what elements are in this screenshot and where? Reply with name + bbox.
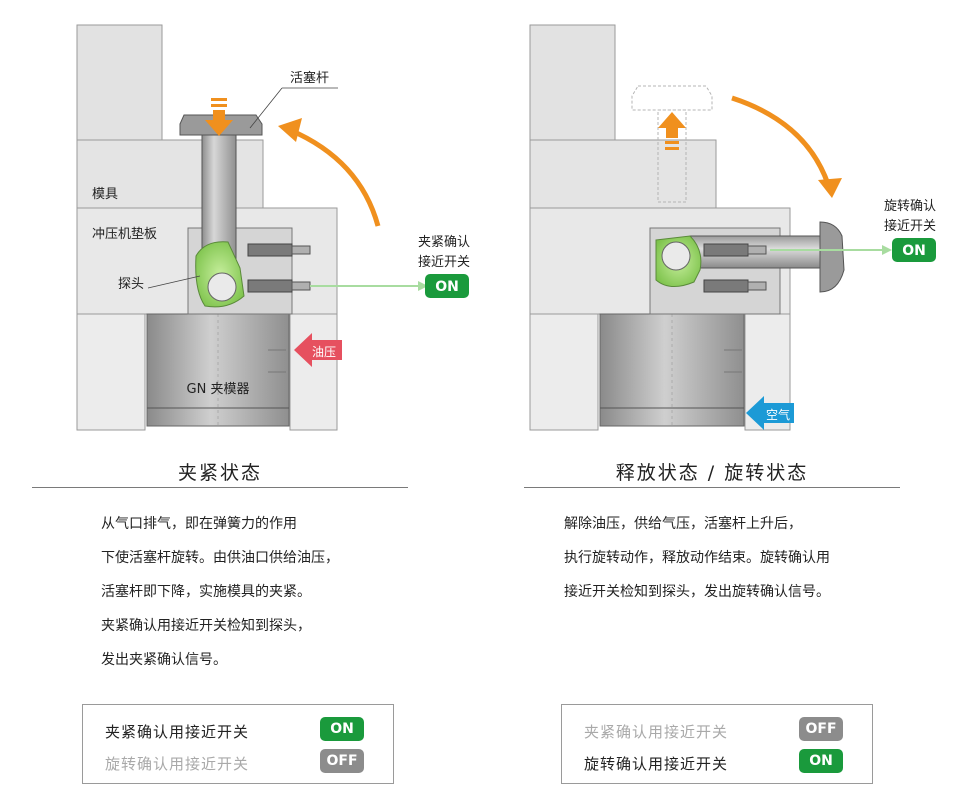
probe-pin: [207, 272, 237, 302]
status-on-badge: ON: [320, 717, 364, 741]
air-inlet-label: 空气: [766, 407, 790, 422]
rotated-rod-head: [819, 221, 845, 293]
desc-line: 解除油压，供给气压，活塞杆上升后，: [564, 516, 802, 532]
release-state-diagram: 空气 旋转确认 接近开关 ON: [529, 24, 936, 431]
clamp-description: 从气口排气，即在弹簧力的作用 下使活塞杆旋转。由供油口供给油压， 活塞杆即下降，…: [101, 507, 339, 677]
release-state-title: 释放状态 / 旋转状态: [615, 462, 809, 484]
release-description: 解除油压，供给气压，活塞杆上升后， 执行旋转动作，释放动作结束。旋转确认用 接近…: [564, 507, 830, 609]
release-title-divider: [524, 487, 900, 488]
clamp-sensor: [703, 279, 749, 293]
clamp-status-box: 夹紧确认用接近开关 ON 旋转确认用接近开关 OFF: [82, 704, 394, 784]
status-rotation-sensor: 旋转确认用接近开关: [584, 755, 729, 773]
desc-line: 从气口排气，即在弹簧力的作用: [101, 516, 297, 532]
mold-label: 模具: [92, 187, 118, 202]
status-on-badge: ON: [799, 749, 843, 773]
rotation-sensor: [703, 243, 749, 257]
oil-inlet-label: 油压: [312, 345, 336, 359]
rotation-arrow-icon: [289, 127, 381, 227]
desc-line: 发出夹紧确认信号。: [101, 652, 227, 668]
status-off-badge: OFF: [799, 717, 843, 741]
sensor-label-line2: 接近开关: [884, 218, 936, 234]
bolster-label: 冲压机垫板: [92, 226, 157, 242]
desc-line: 执行旋转动作，释放动作结束。旋转确认用: [564, 550, 830, 566]
air-inlet-arrow-icon: [746, 396, 794, 430]
sensor-on-text: ON: [902, 243, 926, 259]
clamp-label: GN 夹模器: [187, 382, 250, 397]
clamp-state-diagram: 油压 活塞杆 模具 冲压机垫板 探头 GN 夹模器 夹紧确认 接近开关 ON: [76, 24, 470, 431]
status-off-badge: OFF: [320, 749, 364, 773]
desc-line: 接近开关检知到探头，发出旋转确认信号。: [564, 584, 830, 600]
base-right-block: [289, 313, 338, 431]
oil-inlet-arrow-icon: [294, 333, 342, 367]
sensor-label-line1: 夹紧确认: [418, 235, 470, 250]
desc-line: 夹紧确认用接近开关检知到探头，: [101, 618, 311, 634]
sensor-label-line2: 接近开关: [418, 254, 470, 270]
sensor-on-text: ON: [435, 279, 459, 295]
upper-block: [76, 24, 163, 141]
clamp-sensor: [247, 279, 293, 293]
status-rotation-sensor: 旋转确认用接近开关: [105, 755, 250, 773]
probe-label: 探头: [118, 277, 144, 292]
sensor-label-line1: 旋转确认: [884, 199, 936, 214]
clamp-state-title: 夹紧状态: [177, 462, 262, 484]
down-arrow-icon: [205, 110, 233, 136]
release-status-box: 夹紧确认用接近开关 OFF 旋转确认用接近开关 ON: [561, 704, 873, 784]
desc-line: 下使活塞杆旋转。由供油口供给油压，: [101, 550, 339, 566]
clamp-title-divider: [32, 487, 408, 488]
rotation-sensor: [247, 243, 293, 257]
rotation-arrow-icon: [731, 95, 831, 185]
ghost-rod-head: [631, 85, 713, 111]
status-clamp-sensor: 夹紧确认用接近开关: [105, 723, 250, 741]
up-arrow-icon: [658, 112, 686, 138]
status-clamp-sensor: 夹紧确认用接近开关: [584, 723, 729, 741]
rod-label: 活塞杆: [290, 70, 329, 86]
base-left-block: [76, 313, 146, 431]
sensor-on-badge: [892, 238, 936, 262]
desc-line: 活塞杆即下降，实施模具的夹紧。: [101, 584, 311, 600]
sensor-on-badge: [425, 274, 469, 298]
